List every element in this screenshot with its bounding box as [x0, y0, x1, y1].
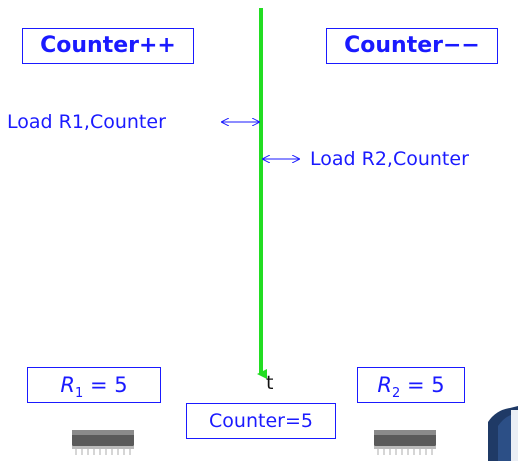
- register-r2-name: R: [377, 373, 392, 397]
- register-r1-name: R: [60, 373, 75, 397]
- register-r2-subscript: 2: [392, 386, 401, 402]
- cpu-chip-icon: [72, 430, 134, 455]
- counter-memory-box: Counter=5: [186, 403, 336, 439]
- counter-decrement-label: Counter−−: [344, 33, 480, 58]
- counter-memory-value: Counter=5: [209, 410, 313, 432]
- counter-decrement-box: Counter−−: [326, 28, 498, 64]
- time-axis-label: t: [266, 372, 274, 394]
- operation-load-r1: Load R1,Counter: [7, 111, 166, 133]
- register-r1-subscript: 1: [75, 386, 84, 402]
- cpu-chip-icon: [374, 430, 436, 455]
- register-r1-box: R1 = 5: [27, 367, 161, 403]
- register-r1-value: = 5: [83, 373, 128, 397]
- operation-load-r2: Load R2,Counter: [310, 148, 469, 170]
- counter-increment-box: Counter++: [22, 28, 194, 64]
- register-r2-value: = 5: [400, 373, 445, 397]
- book-logo-icon: [488, 406, 518, 461]
- counter-increment-label: Counter++: [40, 33, 176, 58]
- register-r2-box: R2 = 5: [357, 367, 465, 403]
